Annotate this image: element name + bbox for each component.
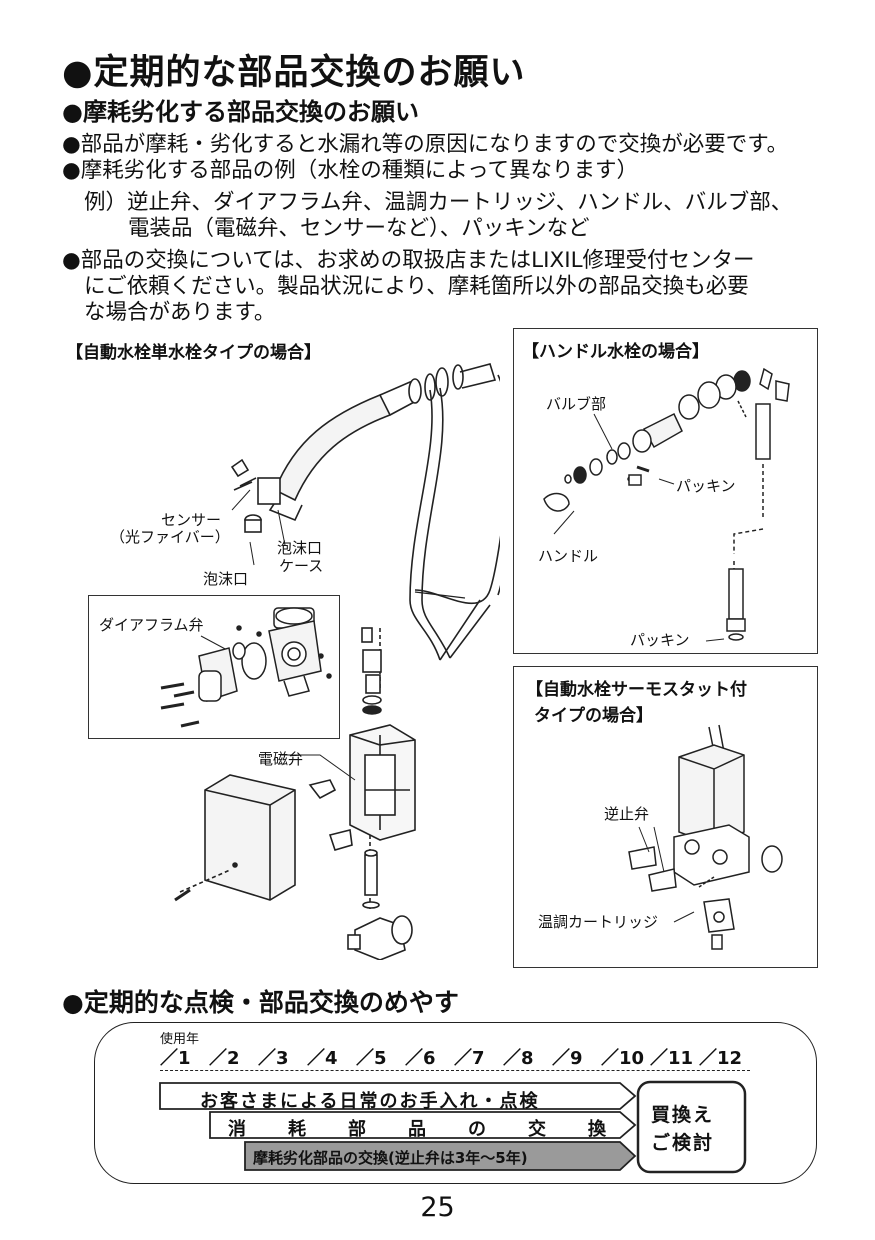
year-3: ／3 (258, 1048, 289, 1069)
bar-wear-parts: 摩耗劣化部品の交換(逆止弁は3年〜5年) (253, 1149, 528, 1167)
thermo-heading-1: 【自動水栓サーモスタット付 (526, 680, 747, 700)
year-6: ／6 (405, 1048, 436, 1069)
sensor-label-1: センサー (160, 511, 221, 529)
valve-label: バルブ部 (546, 395, 607, 413)
check-valve-label: 逆止弁 (604, 805, 650, 823)
bar-consumables: 消 耗 部 品 の 交 換 (228, 1119, 608, 1140)
auto-faucet-diagram (174, 363, 500, 960)
aerator-case-label-1: 泡沫口 (277, 539, 323, 557)
year-baseline (160, 1070, 750, 1071)
replace-label-1: 買換え (651, 1104, 715, 1126)
left-diagram-heading: 【自動水栓単水栓タイプの場合】 (66, 343, 321, 363)
handle-label: ハンドル (538, 547, 599, 565)
sensor-label-2: （光ファイバー） (110, 528, 230, 546)
year-7: ／7 (454, 1048, 485, 1069)
year-9: ／9 (552, 1048, 583, 1069)
diaphragm-inset: ダイアフラム弁 (88, 595, 340, 739)
paragraph-3-line-1: ●部品の交換については、お求めの取扱店またはLIXIL修理受付センター (62, 248, 755, 273)
schedule-bars (159, 1080, 747, 1174)
example-line-1: 例）逆止弁、ダイアフラム弁、温調カートリッジ、ハンドル、バルブ部、 (84, 190, 793, 215)
page-title: ●定期的な部品交換のお願い (62, 53, 526, 93)
paragraph-1: ●部品が摩耗・劣化すると水漏れ等の原因になりますので交換が必要です。 (62, 132, 789, 157)
year-11: ／11 (650, 1048, 694, 1069)
thermostat-box: 【自動水栓サーモスタット付 タイプの場合】 逆止弁 温調カートリッジ (513, 666, 818, 968)
section-title: ●摩耗劣化する部品交換のお願い (62, 98, 419, 126)
packing-label-1: パッキン (676, 477, 736, 495)
thermostat-drawing (628, 724, 783, 950)
page-number: 25 (420, 1192, 455, 1223)
bar-daily-care: お客さまによる日常のお手入れ・点検 (200, 1091, 540, 1112)
year-1: ／1 (160, 1048, 191, 1069)
schedule-panel (94, 1022, 817, 1184)
handle-heading: 【ハンドル水栓の場合】 (522, 342, 709, 362)
cartridge-label: 温調カートリッジ (538, 913, 659, 931)
year-4: ／4 (307, 1048, 338, 1069)
aerator-case-label-2: ケース (279, 557, 324, 575)
thermo-heading-2: タイプの場合】 (534, 706, 653, 726)
handle-faucet-drawing (543, 367, 790, 642)
years-label: 使用年 (160, 1032, 200, 1047)
example-line-2: 電装品（電磁弁、センサーなど）、パッキンなど (128, 216, 590, 241)
packing-label-2: パッキン (630, 631, 690, 649)
diaphragm-label: ダイアフラム弁 (99, 616, 204, 634)
diaphragm-drawing (160, 607, 332, 728)
paragraph-2: ●摩耗劣化する部品の例（水栓の種類によって異なります） (62, 158, 639, 183)
year-12: ／12 (699, 1048, 743, 1069)
year-8: ／8 (503, 1048, 534, 1069)
year-5: ／5 (356, 1048, 387, 1069)
paragraph-3-line-2: にご依頼ください。製品状況により、摩耗箇所以外の部品交換も必要 (84, 274, 749, 299)
handle-faucet-box: 【ハンドル水栓の場合】 (513, 328, 818, 654)
year-2: ／2 (209, 1048, 240, 1069)
schedule-title: ●定期的な点検・部品交換のめやす (62, 988, 459, 1017)
paragraph-3-line-3: な場合があります。 (84, 300, 276, 325)
solenoid-label: 電磁弁 (258, 750, 304, 768)
year-row: ／1 ／2 ／3 ／4 ／5 ／6 ／7 ／8 ／9 ／10 ／11 ／12 (160, 1044, 750, 1074)
replace-label-2: ご検討 (651, 1132, 715, 1154)
year-10: ／10 (601, 1048, 645, 1069)
aerator-label: 泡沫口 (203, 570, 249, 588)
